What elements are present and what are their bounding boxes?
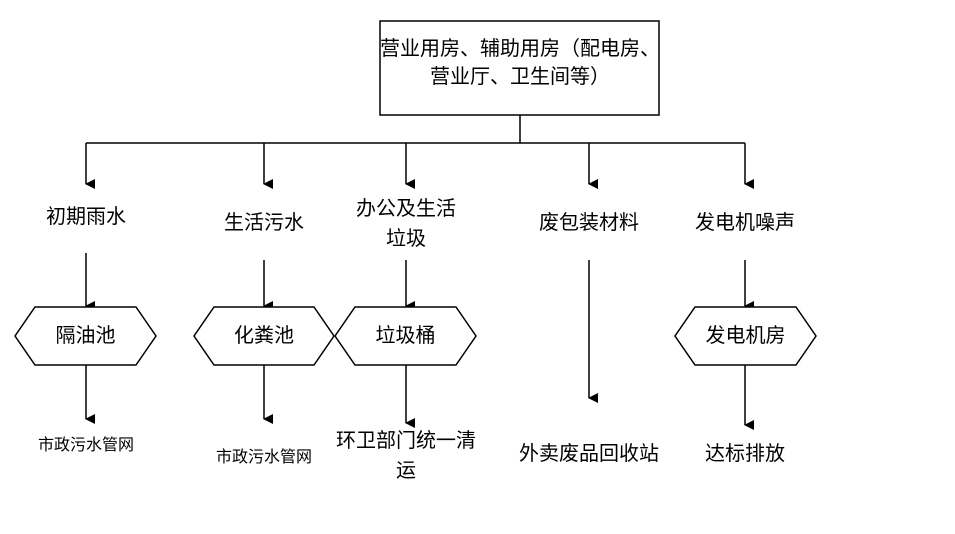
treatment-hexagon-5 bbox=[674, 306, 817, 366]
treatment-hexagon-2 bbox=[193, 306, 335, 366]
source-label-4: 废包装材料 bbox=[539, 210, 639, 234]
destination-label-2: 市政污水管网 bbox=[215, 447, 312, 466]
source-label-3-line2: 垃圾 bbox=[386, 226, 426, 250]
treatment-label-2: 化粪池 bbox=[234, 323, 294, 347]
treatment-label-5: 发电机房 bbox=[705, 323, 786, 347]
destination-label-1: 市政污水管网 bbox=[37, 435, 134, 454]
destination-label-5: 达标排放 bbox=[705, 441, 785, 465]
treatment-label-1: 隔油池 bbox=[55, 323, 116, 347]
source-label-2: 生活污水 bbox=[224, 210, 304, 234]
top-box-label: 营业用房、辅助用房（配电房、营业厅、卫生间等） bbox=[380, 36, 660, 88]
source-label-3-line1: 办公及生活 bbox=[356, 196, 456, 220]
source-label-5: 发电机噪声 bbox=[695, 210, 795, 234]
treatment-hexagon-3 bbox=[334, 306, 477, 366]
destination-label-3-line1: 环卫部门统一清 bbox=[336, 428, 476, 452]
top-box bbox=[379, 20, 660, 116]
destination-label-3-line2: 运 bbox=[396, 458, 416, 482]
destination-label-4: 外卖废品回收站 bbox=[519, 441, 659, 465]
source-label-1: 初期雨水 bbox=[46, 204, 126, 228]
treatment-hexagon-1 bbox=[14, 306, 157, 366]
treatment-label-3: 垃圾桶 bbox=[375, 323, 436, 347]
